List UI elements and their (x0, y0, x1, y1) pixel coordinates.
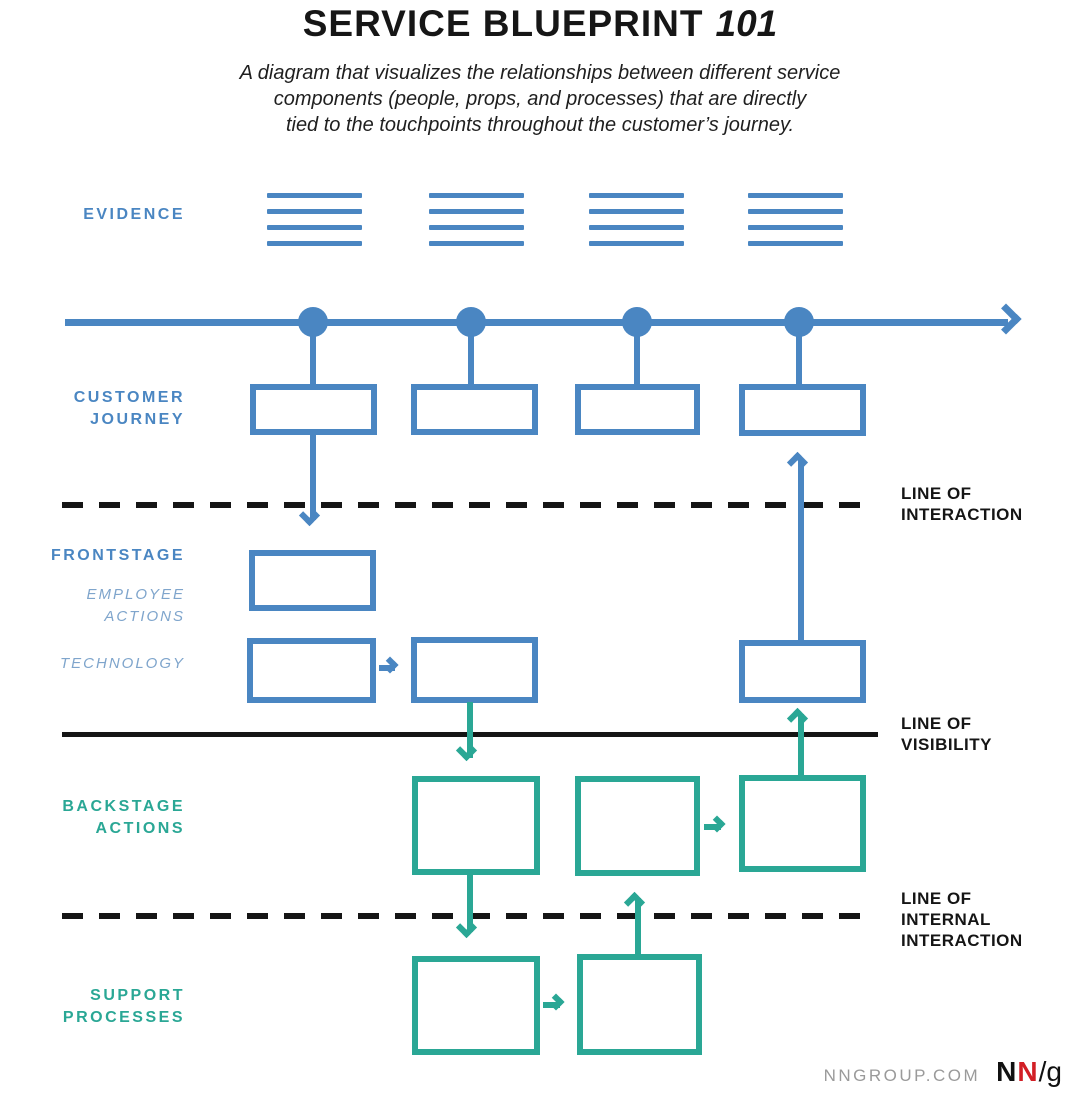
line-of-visibility-label: LINE OF VISIBILITY (901, 714, 992, 754)
arrow-down-icon (455, 916, 478, 939)
page-title: SERVICE BLUEPRINT 101 (0, 3, 1080, 45)
touchpoint-connector (634, 330, 640, 384)
technology-box (739, 640, 866, 703)
technology-box (247, 638, 376, 703)
employee-action-box (249, 550, 376, 611)
touchpoint-connector (796, 330, 802, 384)
backstage-actions-label: BACKSTAGE ACTIONS (62, 798, 185, 837)
backstage-action-box (575, 776, 700, 876)
customer-journey-label: CUSTOMER JOURNEY (73, 389, 185, 428)
arrow-backstage-to-support (467, 872, 473, 932)
document-line (429, 225, 524, 230)
arrow-backstage-to-backstage (704, 824, 721, 830)
support-process-box (577, 954, 702, 1055)
nng-logo-slash-g: /g (1038, 1056, 1062, 1087)
arrow-down-icon (298, 504, 321, 527)
timeline-arrowhead-icon (990, 303, 1022, 335)
customer-journey-box (250, 384, 377, 435)
evidence-document-icon (589, 193, 684, 257)
document-line (748, 209, 843, 214)
frontstage-label: FRONTSTAGE (50, 547, 185, 564)
support-process-box (412, 956, 540, 1055)
line-of-interaction (62, 502, 876, 508)
evidence-document-icon (748, 193, 843, 257)
nngroup-site-text: NNGROUP.COM (823, 1066, 981, 1085)
document-line (429, 241, 524, 246)
document-line (589, 225, 684, 230)
evidence-label: EVIDENCE (83, 206, 185, 223)
document-line (748, 225, 843, 230)
arrow-technology-to-technology (379, 665, 395, 671)
support-processes-label: SUPPORT PROCESSES (62, 987, 185, 1026)
customer-journey-box (739, 384, 866, 436)
customer-journey-box (575, 384, 700, 435)
journey-timeline (65, 319, 1008, 326)
document-line (589, 193, 684, 198)
document-line (267, 193, 362, 198)
arrow-down-icon (455, 739, 478, 762)
nng-logo-n2: N (1017, 1056, 1039, 1087)
document-line (429, 209, 524, 214)
arrow-backstage-to-technology (798, 714, 804, 777)
document-line (748, 193, 843, 198)
document-line (267, 225, 362, 230)
document-line (748, 241, 843, 246)
arrow-up-icon (786, 451, 809, 474)
page-subtitle: A diagram that visualizes the relationsh… (239, 62, 841, 136)
employee-actions-label: EMPLOYEE ACTIONS (86, 586, 185, 625)
arrow-up-icon (786, 707, 809, 730)
document-line (589, 241, 684, 246)
evidence-document-icon (429, 193, 524, 257)
backstage-action-box (412, 776, 540, 875)
touchpoint-connector (310, 330, 316, 384)
technology-box (411, 637, 538, 703)
document-line (267, 209, 362, 214)
arrow-technology-to-backstage (467, 702, 473, 758)
page-title-number: 101 (715, 3, 778, 44)
nng-logo: NN/g (996, 1056, 1062, 1088)
document-line (589, 209, 684, 214)
document-line (267, 241, 362, 246)
customer-journey-box (411, 384, 538, 435)
evidence-document-icon (267, 193, 362, 257)
nng-logo-n1: N (996, 1056, 1018, 1087)
backstage-action-box (739, 775, 866, 872)
arrow-technology-to-journey (798, 459, 804, 641)
document-line (429, 193, 524, 198)
line-of-internal-interaction-label: LINE OF INTERNAL INTERACTION (901, 889, 1023, 950)
page-title-text: SERVICE BLUEPRINT (302, 3, 704, 44)
footer: NNGROUP.COM NN/g (824, 1056, 1062, 1088)
technology-label: TECHNOLOGY (59, 655, 185, 672)
arrow-up-icon (623, 891, 646, 914)
arrow-support-to-support (543, 1002, 560, 1008)
arrow-support-to-backstage (635, 898, 641, 956)
line-of-interaction-label: LINE OF INTERACTION (901, 484, 1023, 524)
touchpoint-connector (468, 330, 474, 384)
arrow-journey-to-frontstage (310, 434, 316, 520)
